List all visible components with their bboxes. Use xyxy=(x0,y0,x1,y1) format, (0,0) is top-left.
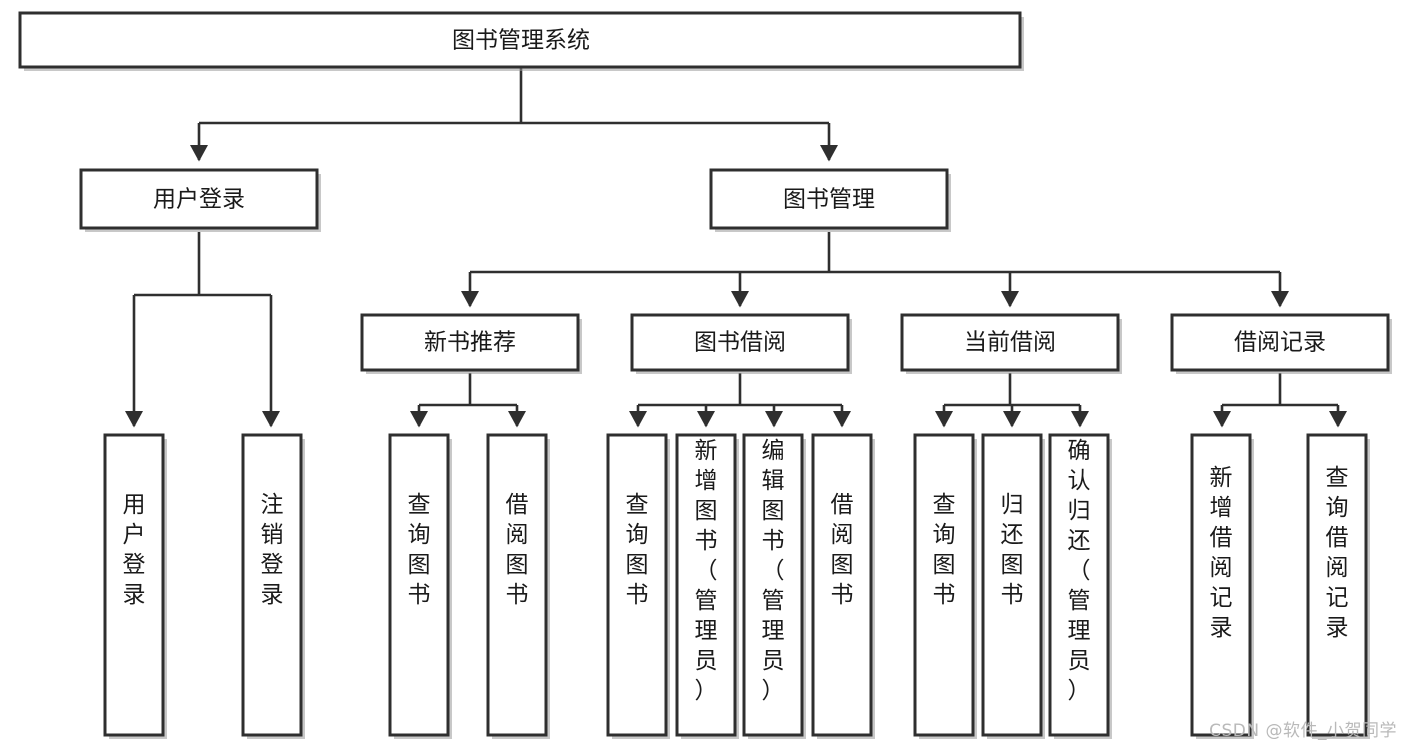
leaf-user-login-2-label: 注销登录 xyxy=(261,492,284,608)
leaf-new-book-2-box xyxy=(486,433,548,737)
leaf-borrow-record-1-box xyxy=(1190,433,1252,737)
leaf-current-borrow-3[interactable]: 确认归还（管理员） xyxy=(1048,433,1112,739)
leaf-current-borrow-1-label: 查询图书 xyxy=(933,492,956,608)
leaf-new-book-1-box xyxy=(388,433,450,737)
node-current-borrow[interactable]: 当前借阅 xyxy=(900,313,1122,374)
node-book-borrow-box xyxy=(630,313,850,372)
leaf-book-borrow-1-label: 查询图书 xyxy=(626,492,649,608)
connector-group-current-borrow xyxy=(934,373,1090,428)
node-root-label: 图书管理系统 xyxy=(452,28,590,54)
node-user-login-box xyxy=(79,168,319,230)
node-new-book-recommend-label: 新书推荐 xyxy=(424,330,516,356)
connector-group-new-book xyxy=(409,373,527,428)
leaf-user-login-1[interactable]: 用户登录 xyxy=(103,433,167,739)
node-book-manage[interactable]: 图书管理 xyxy=(709,168,951,232)
node-borrow-record-box xyxy=(1170,313,1390,372)
leaf-book-borrow-2-label: 新增图书（管理员） xyxy=(695,438,718,704)
leaf-borrow-record-1-label: 新增借阅记录 xyxy=(1210,465,1233,641)
leaf-book-borrow-1[interactable]: 查询图书 xyxy=(606,433,670,739)
leaf-new-book-1-label: 查询图书 xyxy=(408,492,431,608)
leaf-borrow-record-2[interactable]: 查询借阅记录 xyxy=(1306,433,1370,739)
leaf-user-login-2[interactable]: 注销登录 xyxy=(241,433,305,739)
node-book-borrow-label: 图书借阅 xyxy=(694,330,786,356)
node-borrow-record-label: 借阅记录 xyxy=(1234,330,1326,356)
leaf-current-borrow-3-label: 确认归还（管理员） xyxy=(1068,438,1091,704)
connector-group-book-borrow xyxy=(628,373,852,428)
leaf-book-borrow-1-box xyxy=(606,433,668,737)
leaf-book-borrow-4[interactable]: 借阅图书 xyxy=(811,433,875,739)
leaf-new-book-1[interactable]: 查询图书 xyxy=(388,433,452,739)
leaf-user-login-2-box xyxy=(241,433,303,737)
leaf-book-borrow-2[interactable]: 新增图书（管理员） xyxy=(675,433,739,739)
node-borrow-record[interactable]: 借阅记录 xyxy=(1170,313,1392,374)
node-root-box xyxy=(18,11,1022,69)
leaf-borrow-record-1[interactable]: 新增借阅记录 xyxy=(1190,433,1254,739)
leaf-current-borrow-1[interactable]: 查询图书 xyxy=(913,433,977,739)
node-root[interactable]: 图书管理系统 xyxy=(18,11,1024,71)
leaf-book-borrow-4-label: 借阅图书 xyxy=(831,492,854,608)
node-user-login[interactable]: 用户登录 xyxy=(79,168,321,232)
leaf-user-login-1-box xyxy=(103,433,165,737)
node-current-borrow-label: 当前借阅 xyxy=(964,330,1056,356)
leaf-borrow-record-2-label: 查询借阅记录 xyxy=(1326,465,1349,641)
leaf-current-borrow-2[interactable]: 归还图书 xyxy=(981,433,1045,739)
leaf-current-borrow-1-box xyxy=(913,433,975,737)
leaf-borrow-record-2-box xyxy=(1306,433,1368,737)
leaf-user-login-1-label: 用户登录 xyxy=(123,492,146,608)
node-new-book-recommend-box xyxy=(360,313,580,372)
leaf-new-book-2-label: 借阅图书 xyxy=(506,492,529,608)
node-current-borrow-box xyxy=(900,313,1120,372)
connector-group-borrow-record xyxy=(1212,373,1348,428)
node-book-manage-label: 图书管理 xyxy=(783,187,875,213)
leaf-book-borrow-3-box xyxy=(742,433,804,737)
leaf-book-borrow-4-box xyxy=(811,433,873,737)
node-book-borrow[interactable]: 图书借阅 xyxy=(630,313,852,374)
leaf-book-borrow-3[interactable]: 编辑图书（管理员） xyxy=(742,433,806,739)
node-new-book-recommend[interactable]: 新书推荐 xyxy=(360,313,582,374)
leaf-current-borrow-2-label: 归还图书 xyxy=(1001,492,1024,608)
node-book-manage-box xyxy=(709,168,949,230)
leaf-book-borrow-2-box xyxy=(675,433,737,737)
leaf-book-borrow-3-label: 编辑图书（管理员） xyxy=(762,438,785,704)
leaf-current-borrow-2-box xyxy=(981,433,1043,737)
connector-group-book-manage xyxy=(460,232,1290,308)
connector-group-user-login xyxy=(124,232,281,428)
leaf-new-book-2[interactable]: 借阅图书 xyxy=(486,433,550,739)
leaf-current-borrow-3-box xyxy=(1048,433,1110,737)
csdn-watermark: CSDN @软件_小贺同学 xyxy=(1209,721,1397,741)
connector-group-root xyxy=(189,67,839,162)
node-user-login-label: 用户登录 xyxy=(153,187,245,213)
